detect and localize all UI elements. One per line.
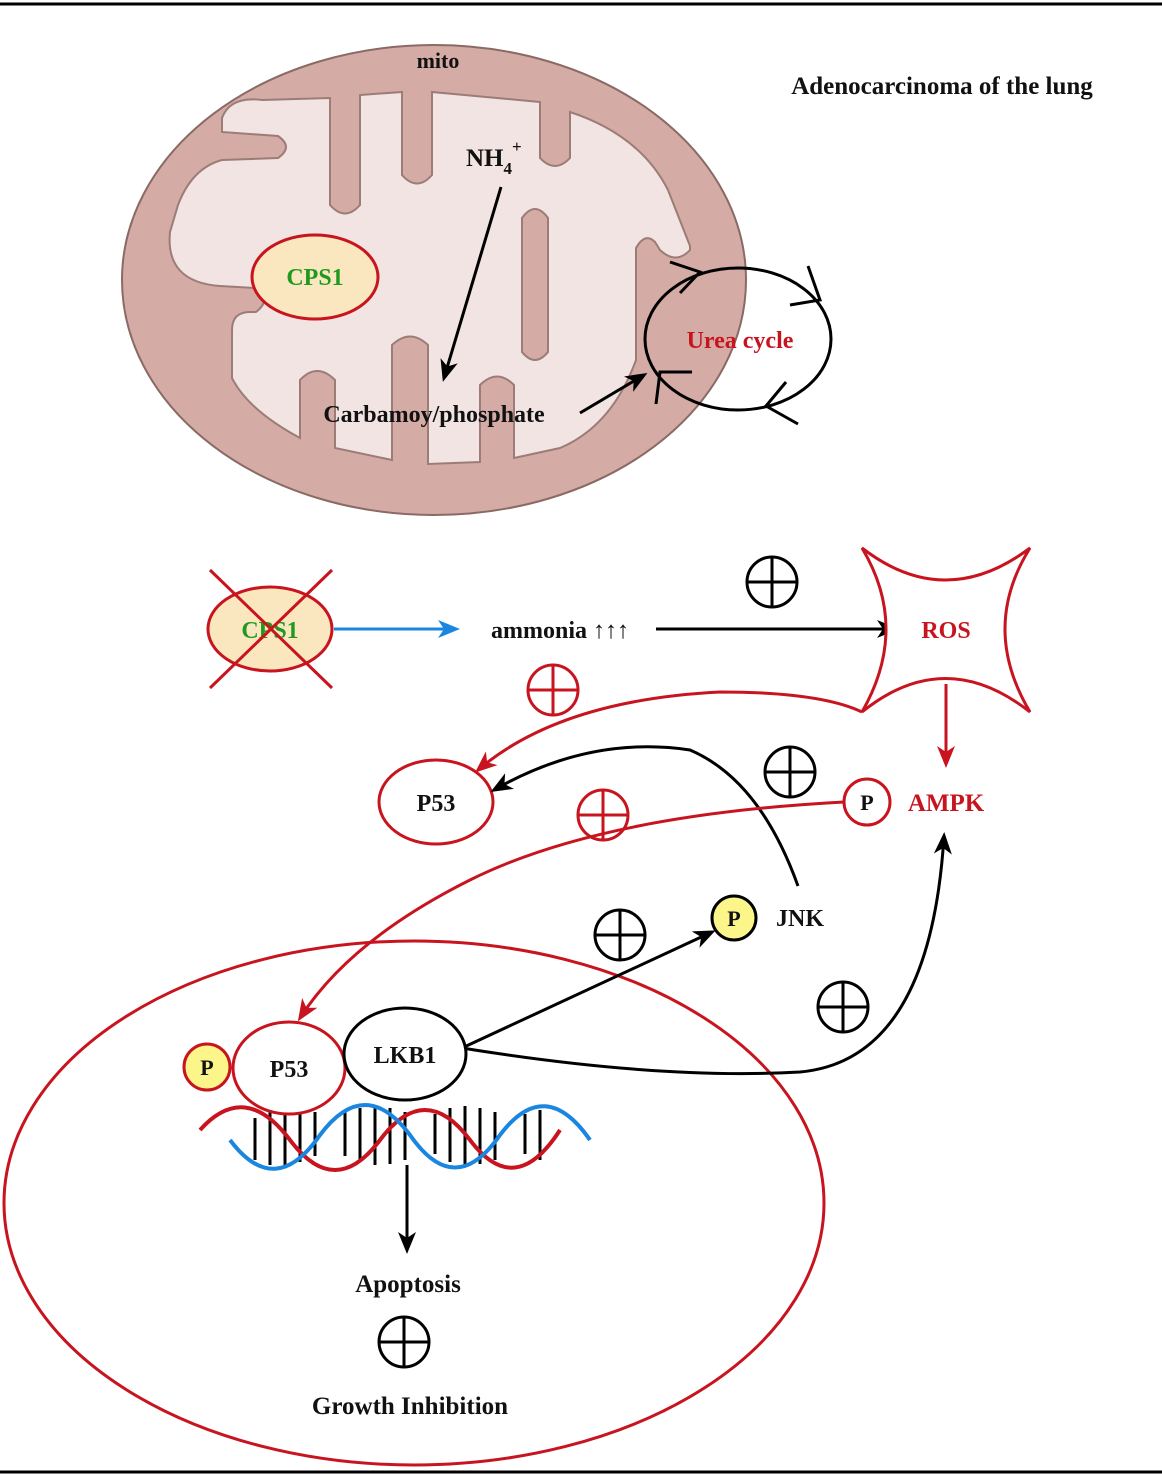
- dna-helix: [198, 1103, 592, 1172]
- lkb1-label: LKB1: [374, 1043, 437, 1069]
- p53-cytoplasmic-label: P53: [417, 791, 456, 817]
- urea-cycle-arrowhead: [669, 260, 703, 295]
- urea-cycle-circle: [643, 266, 833, 412]
- lkb1-to-jnk-arrow: [461, 930, 716, 1050]
- jnk-to-p53-arrow: [490, 745, 800, 887]
- urea-cycle: Urea cycle: [643, 260, 833, 426]
- mito-cristae: [168, 90, 691, 466]
- p-p53-phospho: [182, 1042, 232, 1092]
- ampk-label: AMPK: [908, 790, 985, 817]
- carbamoyl-phosphate-label: Carbamoy/phosphate: [323, 402, 545, 428]
- plus-sign-black: [745, 555, 799, 609]
- plus-sign-black: [593, 908, 647, 962]
- ros-label: ROS: [921, 618, 970, 644]
- cps1-enzyme: [250, 233, 380, 321]
- figure-title: Adenocarcinoma of the lung: [791, 73, 1093, 100]
- lkb1: [342, 1006, 468, 1102]
- urea-cycle-arrowhead: [654, 370, 692, 405]
- nh4-label: NH4+: [466, 137, 522, 178]
- plus-sign-black: [763, 745, 817, 799]
- ros-to-p53-arrow: [474, 690, 863, 773]
- carbamoyl-to-urea-arrow: [579, 372, 648, 415]
- mito-label: mito: [417, 48, 460, 73]
- p-jnk-label: P: [727, 906, 740, 931]
- urea-cycle-label: Urea cycle: [687, 328, 794, 354]
- plus-sign-red: [526, 663, 580, 717]
- p53-nuclear-label: P53: [270, 1057, 309, 1083]
- p53-nuclear: [231, 1020, 347, 1116]
- dna-strand-red: [198, 1105, 562, 1172]
- lkb1-to-ampk-arrow: [461, 832, 952, 1076]
- ampk-to-nuclear-p53-arrow: [297, 800, 845, 1022]
- nh4-to-carbamoyl-arrow: [440, 186, 503, 382]
- plus-sign-black: [816, 980, 870, 1034]
- plus-sign-red: [576, 788, 630, 842]
- crista-fold-right: [521, 208, 549, 361]
- mitochondrion: [121, 44, 747, 516]
- p-jnk-phospho: [710, 894, 758, 942]
- plus-sign-black: [377, 1315, 431, 1369]
- ros-shape: [860, 546, 1032, 714]
- urea-cycle-arrowhead: [789, 265, 823, 307]
- ammonia-label: ammonia ↑↑↑: [491, 618, 629, 644]
- p-ampk-label: P: [860, 790, 873, 815]
- dna-strand-blue: [228, 1103, 592, 1171]
- nucleus: [2, 939, 826, 1467]
- apoptosis-label: Apoptosis: [355, 1271, 461, 1298]
- p53-cytoplasmic: [377, 758, 495, 846]
- growth-inhibition-label: Growth Inhibition: [312, 1393, 508, 1420]
- p-p53-label: P: [200, 1055, 213, 1080]
- urea-cycle-arrowhead: [763, 381, 799, 426]
- jnk-label: JNK: [776, 906, 824, 932]
- cps1-label: CPS1: [286, 265, 343, 291]
- cross-line: [208, 568, 334, 690]
